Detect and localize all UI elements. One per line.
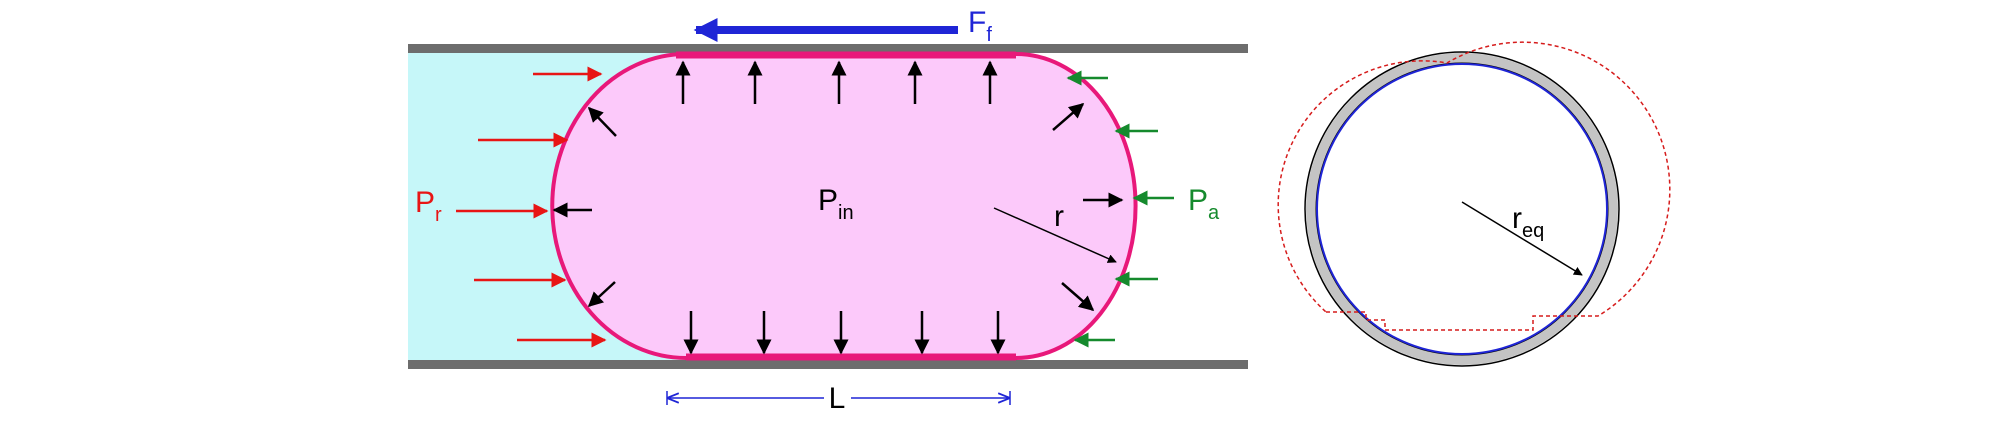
equivalent-circle — [1316, 63, 1608, 355]
inner-arrow-front-upper — [1052, 103, 1085, 131]
inner-arrow-front-lower — [1061, 282, 1095, 311]
front-pressure-arrows — [1066, 70, 1174, 348]
rear-pressure-arrows — [456, 66, 607, 348]
eq-radius-line — [1461, 201, 1583, 276]
cap-radius-label: r — [1054, 200, 1064, 233]
bubble-profile — [1277, 41, 1671, 331]
eq-radius-label: req — [1512, 202, 1544, 242]
length-label: L — [829, 382, 846, 415]
rear-pressure-label: Pr — [415, 186, 442, 226]
front-pressure-label: Pa — [1188, 184, 1220, 224]
inner-arrow-rear-upper — [587, 106, 617, 137]
tube-wall-top — [408, 44, 1248, 53]
length-dimension — [666, 391, 1011, 405]
tube-wall-bottom — [408, 360, 1248, 369]
inner-pressure-arrows — [552, 60, 1124, 355]
friction-label: Ff — [968, 6, 992, 46]
inner-pressure-label: Pin — [818, 184, 854, 224]
cap-radius-line — [993, 207, 1117, 263]
inner-arrow-rear-lower — [587, 281, 616, 308]
cross-section: req — [1277, 41, 1671, 367]
cross-section-wall-outline — [1304, 51, 1620, 367]
cross-section-wall — [1306, 53, 1618, 365]
